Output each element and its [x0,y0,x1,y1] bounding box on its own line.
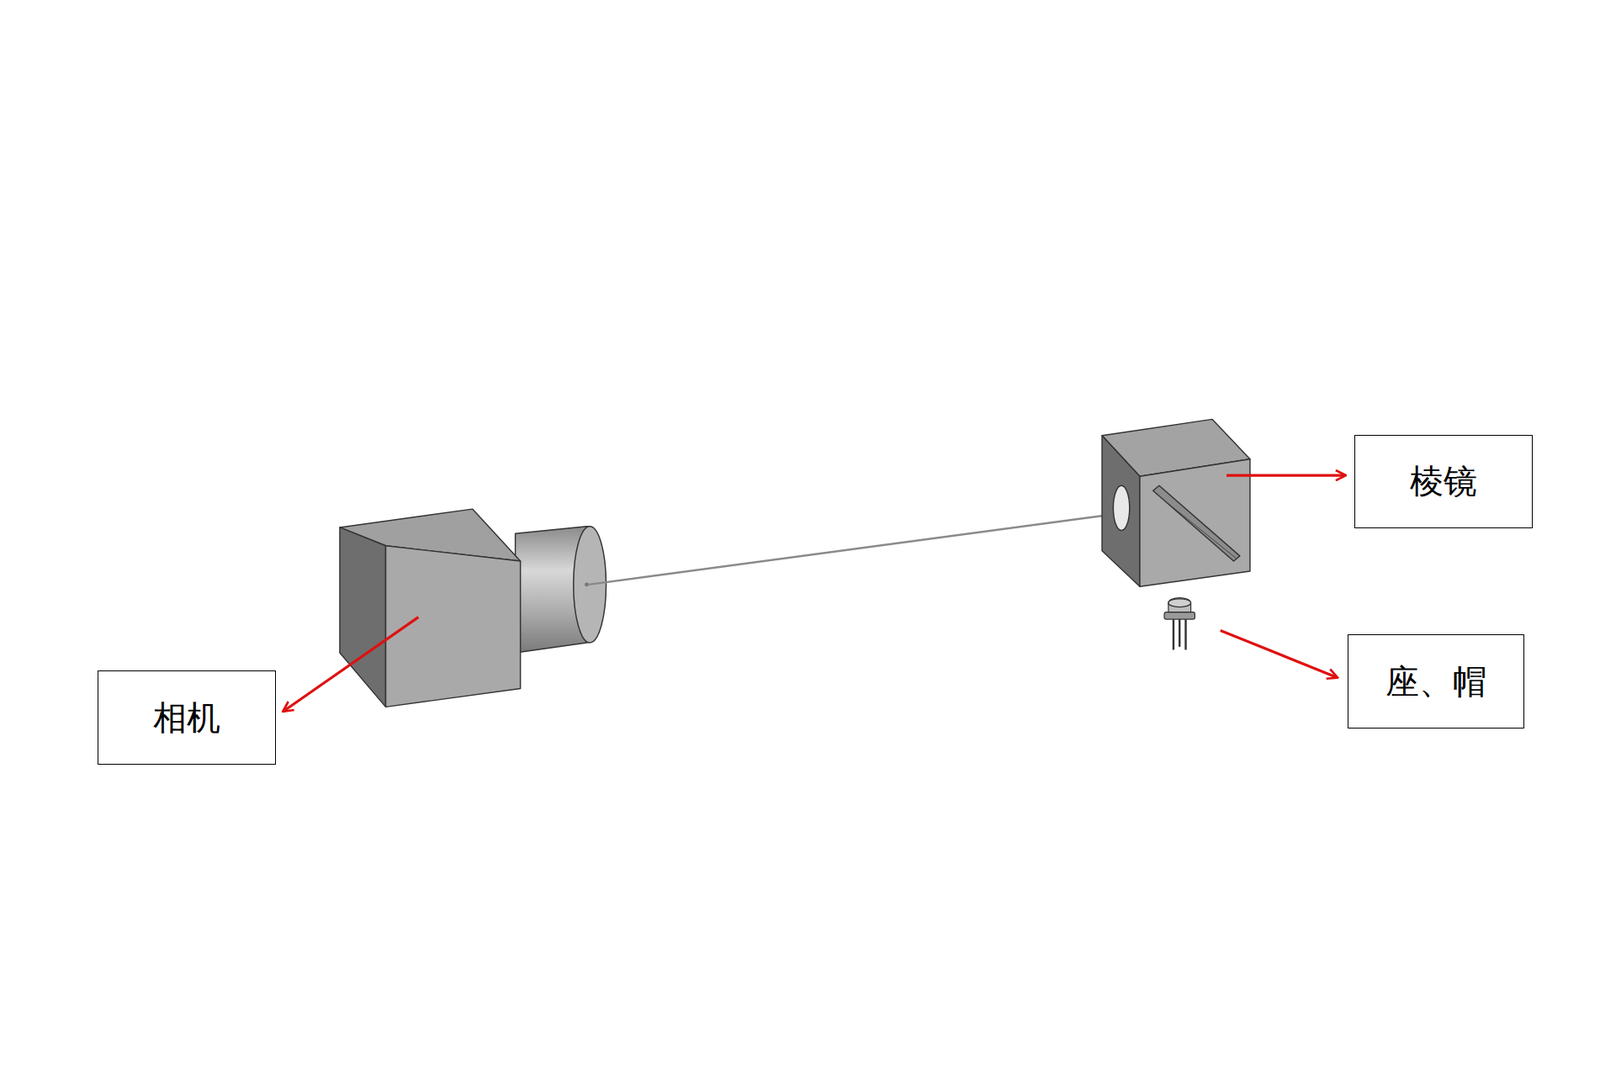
prism-drawing [1101,418,1251,587]
label-box: 座、帽 [1347,634,1525,729]
camera-drawing [339,508,607,707]
part-label: 座、帽 [1385,658,1487,705]
label-box: 棱镜 [1354,434,1533,529]
leader-arrows [283,475,1346,711]
label-box: 相机 [97,670,276,765]
part-label: 棱镜 [1409,458,1478,505]
light-beam [588,513,1123,585]
to-can-drawing [1164,598,1195,651]
part-label: 相机 [153,694,221,742]
